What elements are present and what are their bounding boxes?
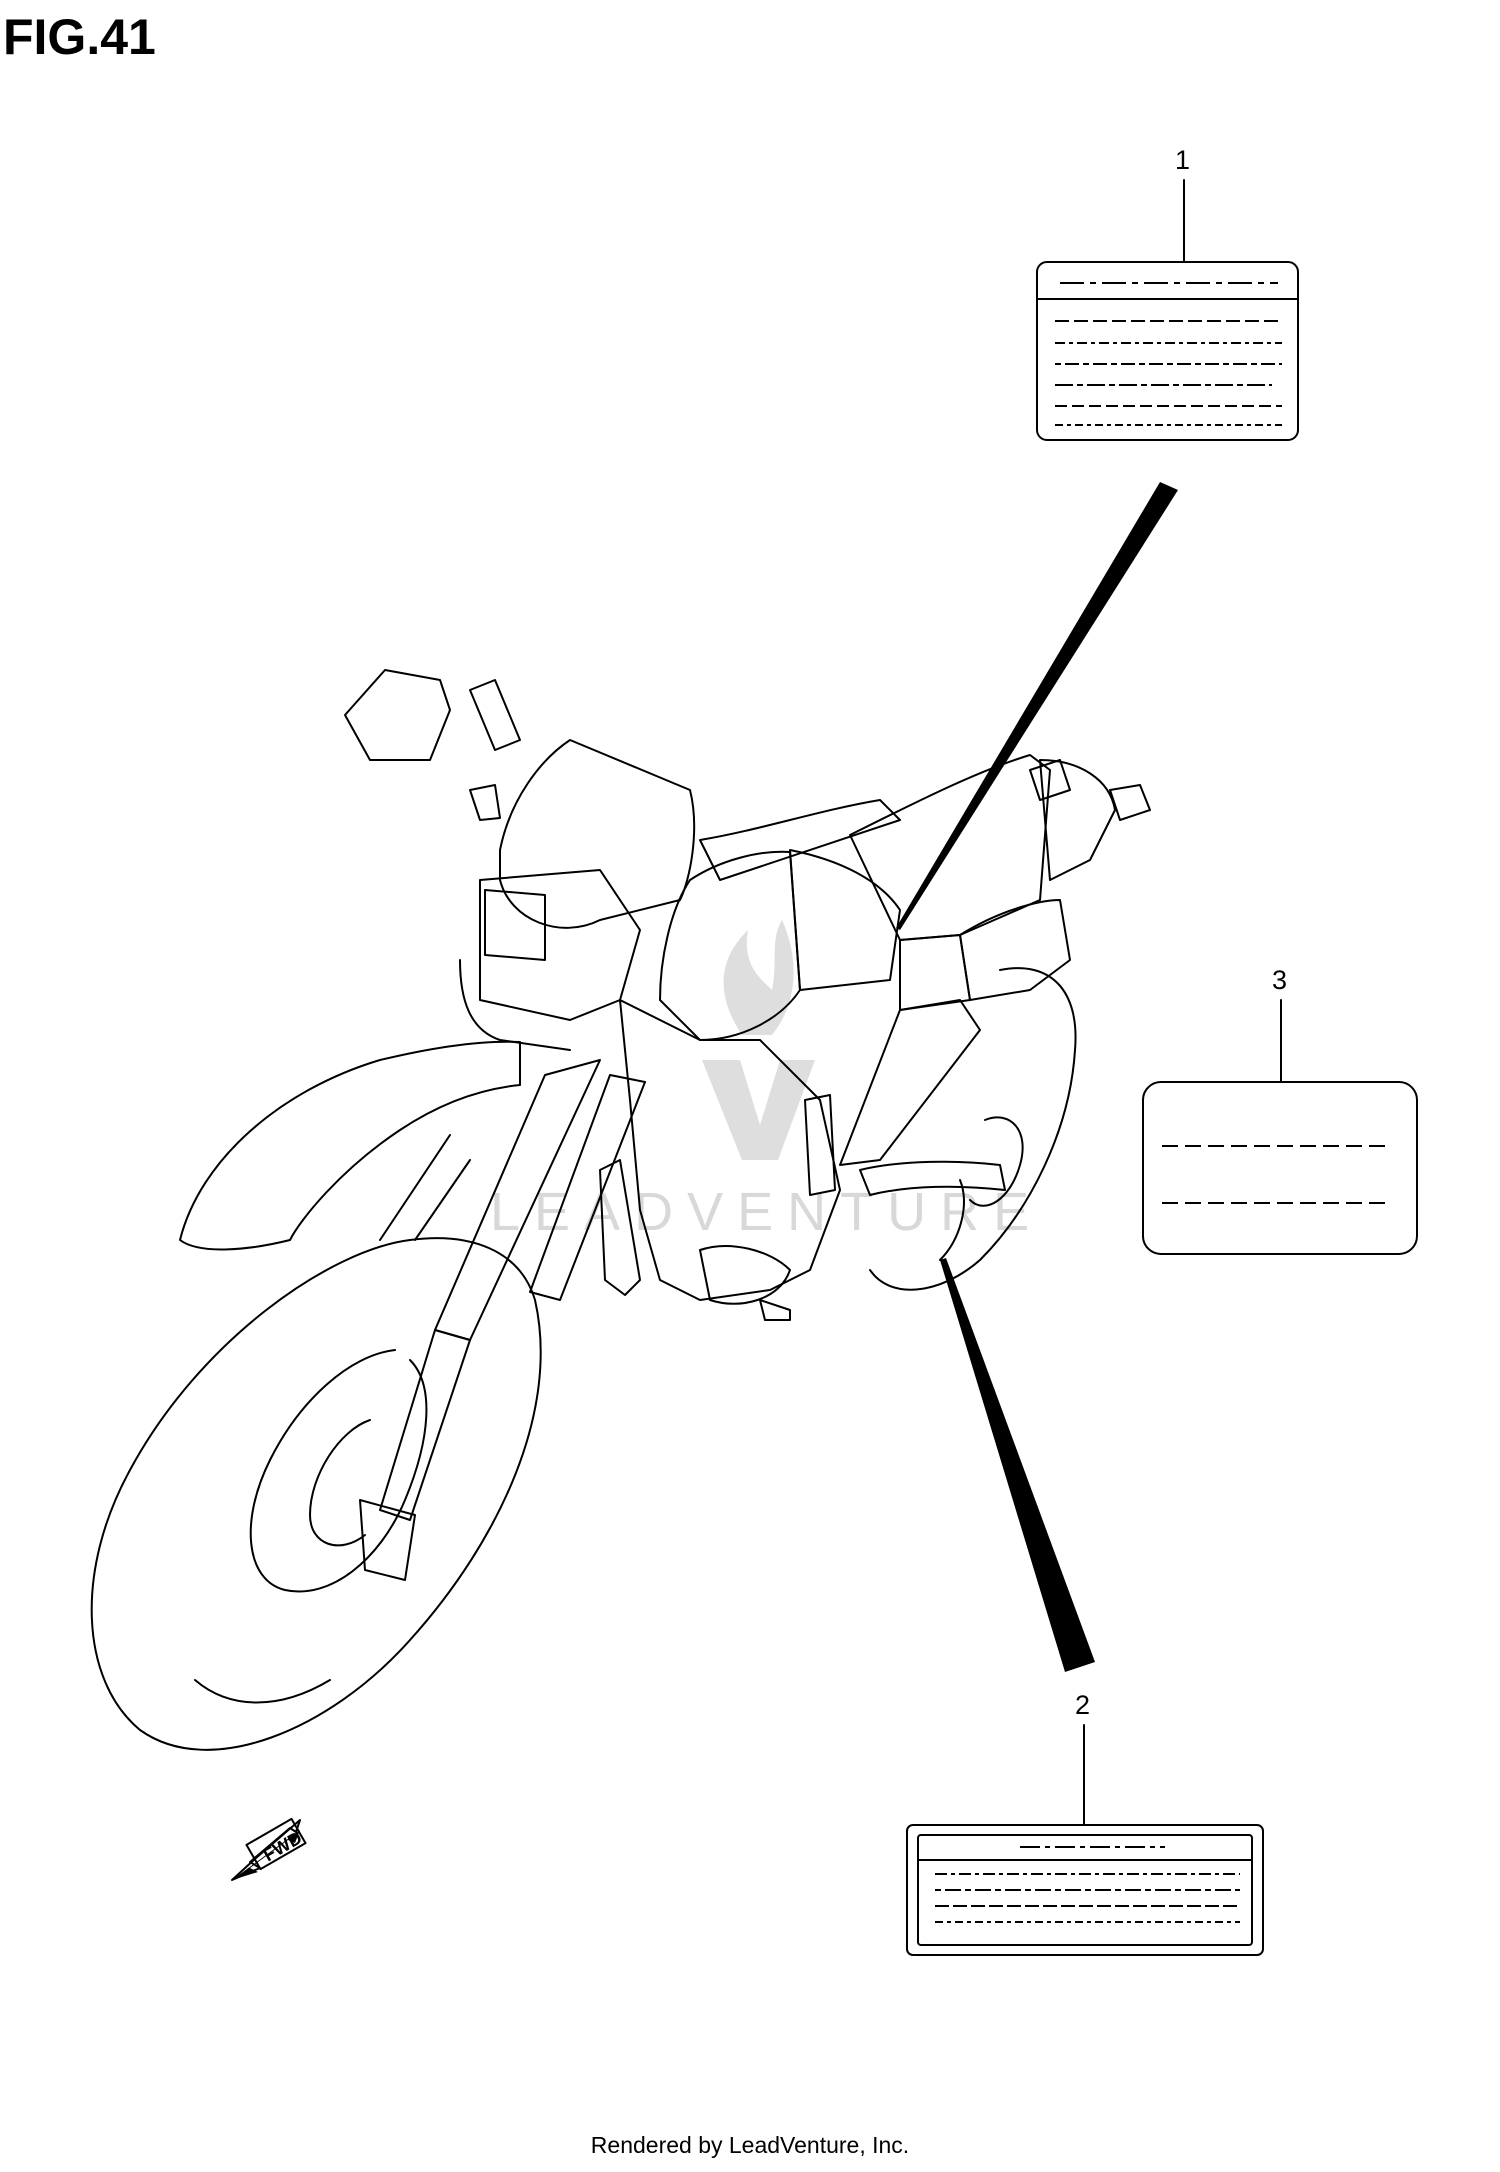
leader-1 <box>896 482 1178 930</box>
label-1 <box>1036 179 1299 441</box>
callout-number-2: 2 <box>1075 1690 1091 1720</box>
callout-number-1: 1 <box>1175 145 1191 175</box>
forward-arrow-icon: FWD <box>231 1817 307 1881</box>
flame-logo-icon <box>702 920 815 1160</box>
watermark-text: LEADVENTURE <box>490 1182 1043 1242</box>
leader-2 <box>940 1258 1095 1672</box>
label-2 <box>906 1724 1264 1956</box>
motorcycle-illustration <box>90 669 1151 1751</box>
watermark: LEADVENTURE <box>490 920 1043 1242</box>
callout-number-3: 3 <box>1272 965 1288 995</box>
label-3 <box>1142 999 1418 1255</box>
figure-title: FIG.41 <box>3 9 156 65</box>
footer-credit: Rendered by LeadVenture, Inc. <box>590 2132 910 2158</box>
